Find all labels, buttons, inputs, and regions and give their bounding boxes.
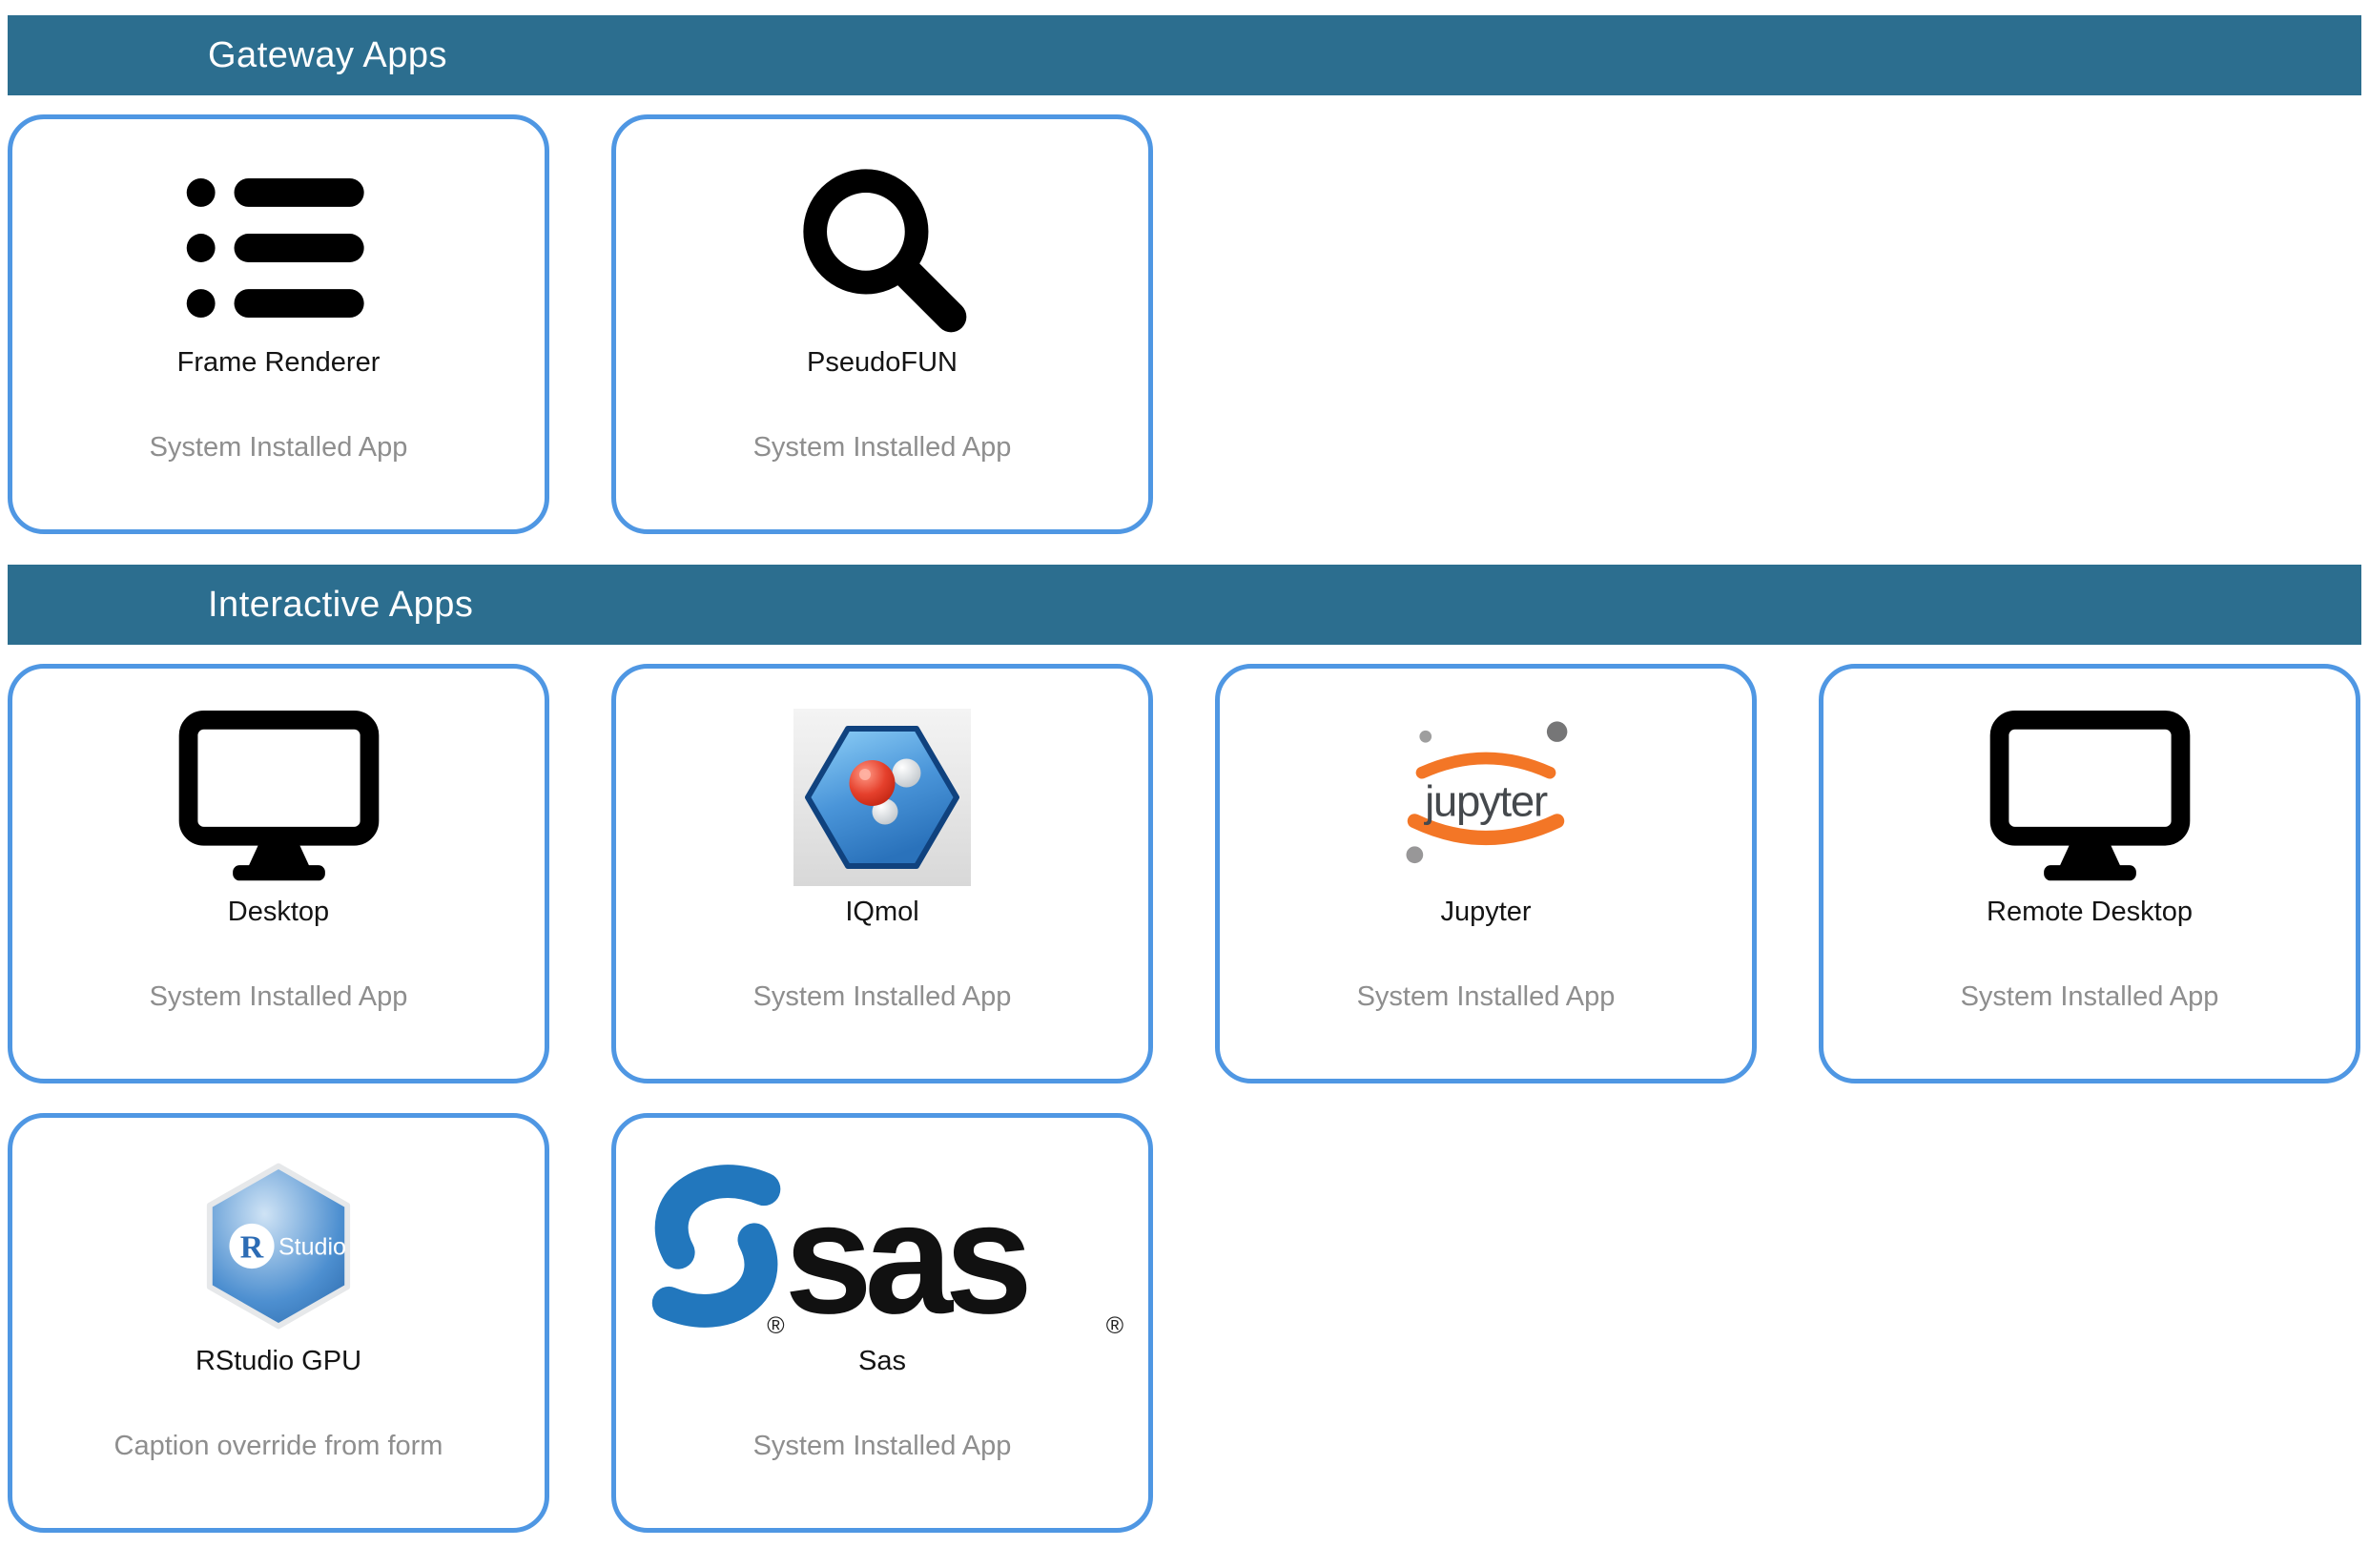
desktop-monitor-icon [1988, 699, 2193, 895]
gateway-apps-grid: Frame Renderer System Installed App Pseu… [8, 114, 2361, 534]
app-caption: System Installed App [752, 1431, 1012, 1461]
registered-mark-icon: ® [767, 1312, 784, 1338]
app-card-jupyter[interactable]: jupyter Jupyter System Installed App [1215, 664, 1757, 1083]
app-title: Sas [858, 1346, 906, 1376]
desktop-monitor-icon [176, 699, 381, 895]
app-card-desktop[interactable]: Desktop System Installed App [8, 664, 549, 1083]
section-interactive-apps: Interactive Apps Desktop System Installe… [0, 565, 2369, 1533]
app-title: Jupyter [1440, 897, 1532, 927]
interactive-apps-grid: Desktop System Installed App [8, 664, 2361, 1533]
app-card-remote-desktop[interactable]: Remote Desktop System Installed App [1819, 664, 2360, 1083]
app-card-iqmol[interactable]: IQmol System Installed App [611, 664, 1153, 1083]
rstudio-logo-icon: R Studio [201, 1148, 356, 1344]
jupyter-logo-icon: jupyter [1395, 699, 1576, 895]
sas-wordmark: sas [784, 1170, 1026, 1338]
app-caption: System Installed App [1960, 981, 2219, 1012]
rstudio-r-letter: R [240, 1229, 264, 1265]
jupyter-wordmark: jupyter [1423, 777, 1548, 826]
list-icon [183, 150, 374, 345]
app-caption: System Installed App [752, 432, 1012, 463]
molecule-hexagon-icon [793, 699, 971, 895]
app-caption: System Installed App [752, 981, 1012, 1012]
app-card-frame-renderer[interactable]: Frame Renderer System Installed App [8, 114, 549, 534]
app-caption: Caption override from form [113, 1431, 443, 1461]
app-caption: System Installed App [1356, 981, 1616, 1012]
section-header-gateway-apps: Gateway Apps [8, 15, 2361, 95]
app-caption: System Installed App [149, 981, 408, 1012]
app-card-sas[interactable]: sas ® ® Sas System Installed App [611, 1113, 1153, 1533]
app-title: Frame Renderer [176, 347, 381, 378]
section-title: Interactive Apps [208, 584, 474, 625]
app-title: Remote Desktop [1987, 897, 2193, 927]
app-title: IQmol [845, 897, 919, 927]
app-caption: System Installed App [149, 432, 408, 463]
sas-logo-icon: sas ® ® [637, 1148, 1128, 1344]
section-title: Gateway Apps [208, 34, 448, 75]
app-card-rstudio-gpu[interactable]: R Studio RStudio GPU Caption override fr… [8, 1113, 549, 1533]
registered-mark-icon: ® [1105, 1312, 1123, 1338]
app-title: Desktop [227, 897, 330, 927]
app-title: PseudoFUN [807, 347, 958, 378]
rstudio-studio-text: Studio [278, 1233, 346, 1260]
section-header-interactive-apps: Interactive Apps [8, 565, 2361, 645]
search-icon [792, 150, 973, 345]
app-card-pseudofun[interactable]: PseudoFUN System Installed App [611, 114, 1153, 534]
section-gateway-apps: Gateway Apps Frame Renderer System Insta… [0, 15, 2369, 534]
app-title: RStudio GPU [195, 1346, 362, 1376]
